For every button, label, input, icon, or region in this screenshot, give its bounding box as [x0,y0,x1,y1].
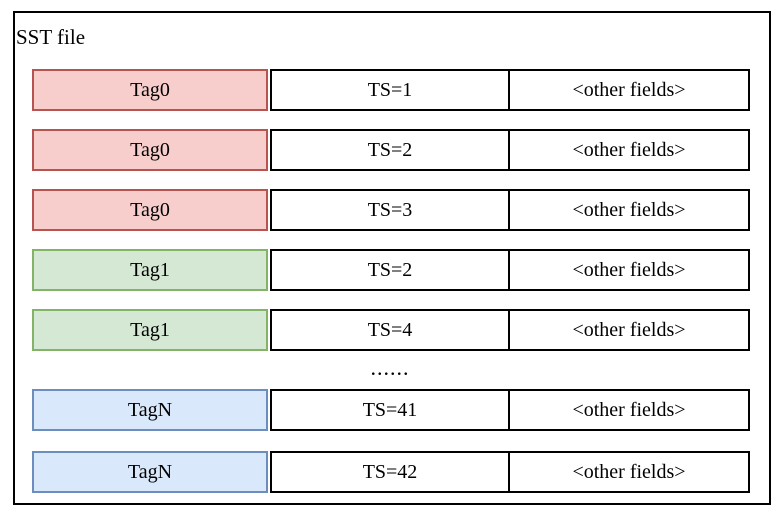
record-row: TagN TS=41 <other fields> [32,389,750,431]
timestamp-cell: TS=2 [270,129,510,171]
tag-cell: Tag1 [32,249,268,291]
sst-file-label: SST file [16,25,86,49]
record-row: Tag0 TS=3 <other fields> [32,189,750,231]
tag-cell: Tag0 [32,189,268,231]
record-row: TagN TS=42 <other fields> [32,451,750,493]
other-fields-cell: <other fields> [508,309,750,351]
record-row: Tag1 TS=2 <other fields> [32,249,750,291]
timestamp-cell: TS=1 [270,69,510,111]
other-fields-cell: <other fields> [508,189,750,231]
tag-cell: Tag0 [32,69,268,111]
tag-cell: Tag1 [32,309,268,351]
timestamp-cell: TS=3 [270,189,510,231]
tag-cell: TagN [32,389,268,431]
timestamp-cell: TS=4 [270,309,510,351]
other-fields-cell: <other fields> [508,389,750,431]
record-row: Tag0 TS=1 <other fields> [32,69,750,111]
timestamp-cell: TS=2 [270,249,510,291]
other-fields-cell: <other fields> [508,129,750,171]
ellipsis-label: ...... [370,355,410,380]
other-fields-cell: <other fields> [508,451,750,493]
sst-file-container: SST file Tag0 TS=1 <other fields> Tag0 T… [13,11,771,505]
record-row: Tag0 TS=2 <other fields> [32,129,750,171]
other-fields-cell: <other fields> [508,69,750,111]
timestamp-cell: TS=41 [270,389,510,431]
timestamp-cell: TS=42 [270,451,510,493]
other-fields-cell: <other fields> [508,249,750,291]
tag-cell: Tag0 [32,129,268,171]
tag-cell: TagN [32,451,268,493]
record-row: Tag1 TS=4 <other fields> [32,309,750,351]
